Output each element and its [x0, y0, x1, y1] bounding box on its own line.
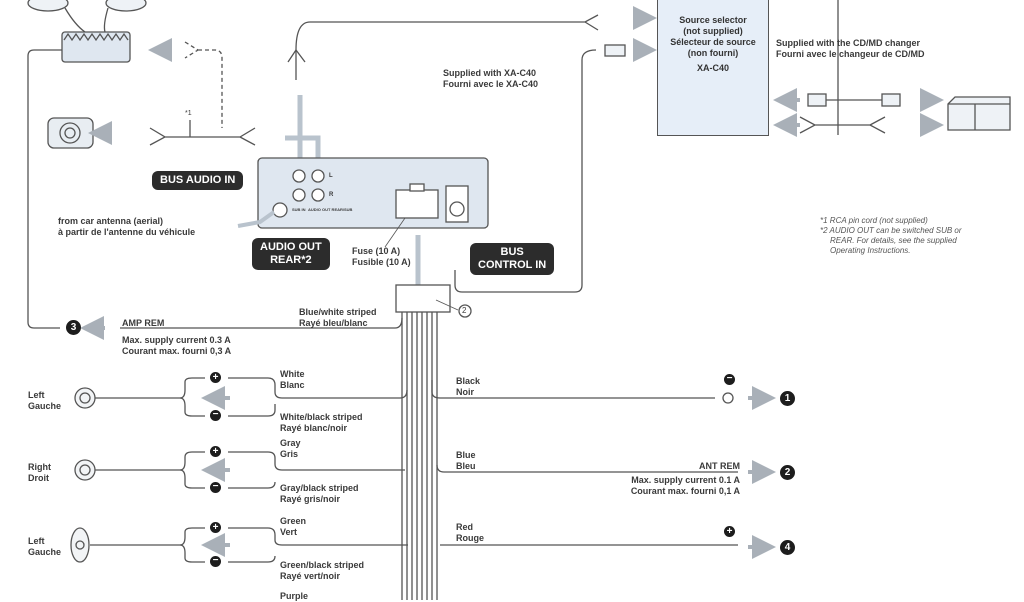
source-selector-line: Sélecteur de source — [670, 37, 756, 47]
minus-icon: − — [210, 556, 221, 567]
callout-line: REAR*2 — [270, 254, 312, 266]
audio-out-rear-callout: AUDIO OUT REAR*2 — [252, 238, 330, 270]
wire-fr: Rayé bleu/blanc — [299, 318, 368, 328]
amp-rem-label: AMP REM — [122, 318, 165, 328]
speaker-icon-left-front — [74, 387, 96, 409]
power-badge: 4 — [780, 540, 795, 555]
cdmd-note-fr: Fourni avec le changeur de CD/MD — [776, 49, 925, 59]
source-selector-model: XA-C40 — [696, 63, 729, 73]
fuse-label-en: Fuse (10 A) — [352, 246, 401, 256]
minus-icon: − — [210, 482, 221, 493]
current-en: Max. supply current 0.3 A — [122, 335, 231, 345]
jack-label-r: R — [329, 192, 334, 198]
amp-rem-current: Max. supply current 0.3 A Courant max. f… — [122, 335, 231, 357]
plus-icon: + — [724, 526, 735, 537]
source-selector-line: (non fourni) — [687, 48, 739, 58]
harness-mark: 2 — [462, 306, 467, 315]
source-selector-line: (not supplied) — [683, 26, 743, 36]
antenna-label-en: from car antenna (aerial) — [58, 216, 164, 226]
jack-label-l: L — [329, 173, 333, 179]
source-selector-line: Source selector — [679, 15, 747, 25]
minus-icon: − — [210, 410, 221, 421]
plus-icon: + — [210, 446, 221, 457]
speaker-icon-right-front — [74, 459, 96, 481]
cdmd-note: Supplied with the CD/MD changer Fourni a… — [776, 38, 925, 60]
amplifier-icon — [27, 0, 147, 63]
xa-c40-note-en: Supplied with XA-C40 — [443, 68, 537, 78]
subwoofer-icon — [47, 117, 94, 149]
minus-icon: − — [724, 374, 735, 385]
footnote: *1 RCA pin cord (not supplied) — [820, 216, 928, 225]
bus-audio-in-callout: BUS AUDIO IN — [152, 171, 244, 190]
bus-control-in-callout: BUS CONTROL IN — [470, 243, 555, 275]
amp-rem-badge: 3 — [66, 320, 81, 335]
current-fr: Courant max. fourni 0,3 A — [122, 346, 232, 356]
ant-rem-label: ANT REM — [699, 461, 740, 471]
footnote: *2 AUDIO OUT can be switched SUB or — [820, 226, 962, 235]
antenna-label-fr: à partir de l'antenne du véhicule — [58, 227, 196, 237]
callout-line: BUS — [500, 246, 524, 258]
ground-badge: 1 — [780, 391, 795, 406]
source-selector-box: Source selector (not supplied) Sélecteur… — [657, 0, 769, 136]
fuse-label-fr: Fusible (10 A) — [352, 257, 411, 267]
plus-icon: + — [210, 522, 221, 533]
xa-c40-note: Supplied with XA-C40 Fourni avec le XA-C… — [443, 68, 538, 90]
cd-changer-icon — [947, 96, 1011, 131]
wire-label: Purple — [280, 591, 309, 601]
speaker-icon-left-rear — [70, 527, 90, 563]
callout-line: CONTROL IN — [478, 259, 547, 271]
ant-rem-badge: 2 — [780, 465, 795, 480]
audio-out-label: AUDIO OUT REAR/SUB — [308, 207, 353, 212]
footnotes: *1 RCA pin cord (not supplied) *2 AUDIO … — [820, 216, 962, 256]
wire-en: Blue/white striped — [299, 307, 377, 317]
plus-icon: + — [210, 372, 221, 383]
footnote: Operating Instructions. — [830, 246, 911, 255]
blue-white-label: Blue/white striped Rayé bleu/blanc — [299, 307, 377, 329]
cdmd-note-en: Supplied with the CD/MD changer — [776, 38, 921, 48]
callout-line: AUDIO OUT — [260, 241, 322, 253]
rca-cord-mark: *1 — [185, 110, 192, 117]
fuse-label: Fuse (10 A) Fusible (10 A) — [352, 246, 411, 268]
sub-in-label: SUB IN — [292, 207, 306, 212]
antenna-label: from car antenna (aerial) à partir de l'… — [58, 216, 195, 238]
xa-c40-note-fr: Fourni avec le XA-C40 — [443, 79, 539, 89]
footnote: REAR. For details, see the supplied — [830, 236, 957, 245]
